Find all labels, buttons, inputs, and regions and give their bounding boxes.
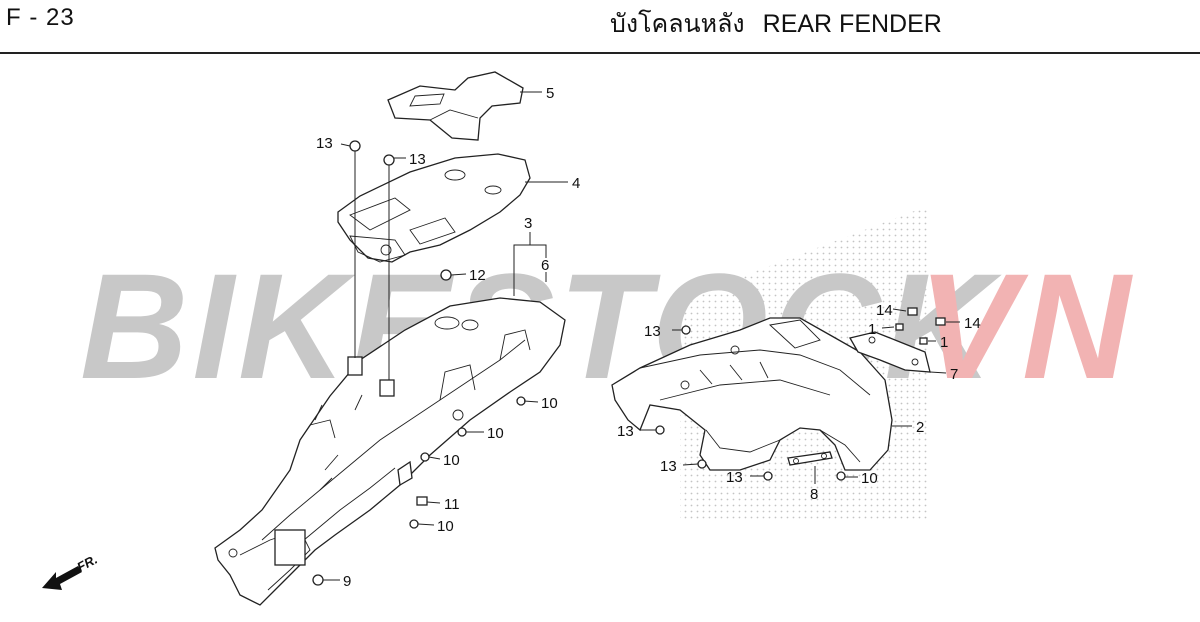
screw-13-top-left [349,140,361,152]
collar-1-a [895,323,904,331]
title-english: REAR FENDER [762,10,942,38]
screw-13-right-top [681,325,691,335]
callout-7: 7 [950,366,958,383]
part-5-cover [387,71,524,141]
page-title: บังโคลนหลัง REAR FENDER [610,4,960,44]
callout-1: 1 [868,321,876,338]
callout-9: 9 [343,573,351,590]
arrow-icon [42,566,82,590]
fasteners [312,140,946,586]
callout-10: 10 [541,395,558,412]
callout-10: 10 [861,470,878,487]
part-8-plate [787,451,833,466]
title-thai: บังโคลนหลัง [610,10,745,38]
callout-11: 11 [444,496,460,513]
part-3-rear-fender [214,297,566,606]
callout-6: 6 [541,257,549,274]
watermark: BIKESTOCK VN [80,205,1134,520]
front-direction-marker: FR. [42,552,100,590]
part-2-inner-fender [611,317,893,471]
callout-5: 5 [546,85,554,102]
callout-10: 10 [487,425,504,442]
page-code: F - 23 [6,4,75,31]
bolt-10-d [409,519,419,529]
bolt-10-c [420,452,430,462]
watermark-accent-text: VN [918,242,1134,410]
bolt-10-b [457,427,467,437]
nut-14-b [935,317,946,326]
callout-4: 4 [572,175,580,192]
page-header: F - 23 บังโคลนหลัง REAR FENDER [0,0,1200,54]
callout-13: 13 [644,323,661,340]
leader-lines [323,91,960,581]
callout-13: 13 [726,469,743,486]
screw-13-top-right [383,154,395,166]
collar-1-b [919,337,928,345]
bolt-10-a [516,396,526,406]
screw-13-right-low [697,459,707,469]
callouts: 5 4 13 13 3 6 12 10 10 10 11 10 9 13 13 … [316,85,981,590]
callout-14: 14 [964,315,981,332]
callout-13: 13 [660,458,677,475]
screw-13-right-bottom [763,471,773,481]
callout-14: 14 [876,302,893,319]
callout-8: 8 [810,486,818,503]
screw-13-right-mid [655,425,665,435]
callout-10: 10 [443,452,460,469]
callout-2: 2 [916,419,924,436]
callout-13: 13 [617,423,634,440]
callout-1: 1 [940,334,948,351]
callout-12: 12 [469,267,486,284]
callout-13: 13 [409,151,426,168]
callout-3: 3 [524,215,532,232]
bolt-10-e [836,471,846,481]
nut-14-a [907,307,918,316]
screw-12 [440,269,452,281]
callout-10: 10 [437,518,454,535]
part-4-cowl [337,153,531,263]
clip-11 [416,496,428,506]
callout-13: 13 [316,135,333,152]
nut-9 [312,574,324,586]
